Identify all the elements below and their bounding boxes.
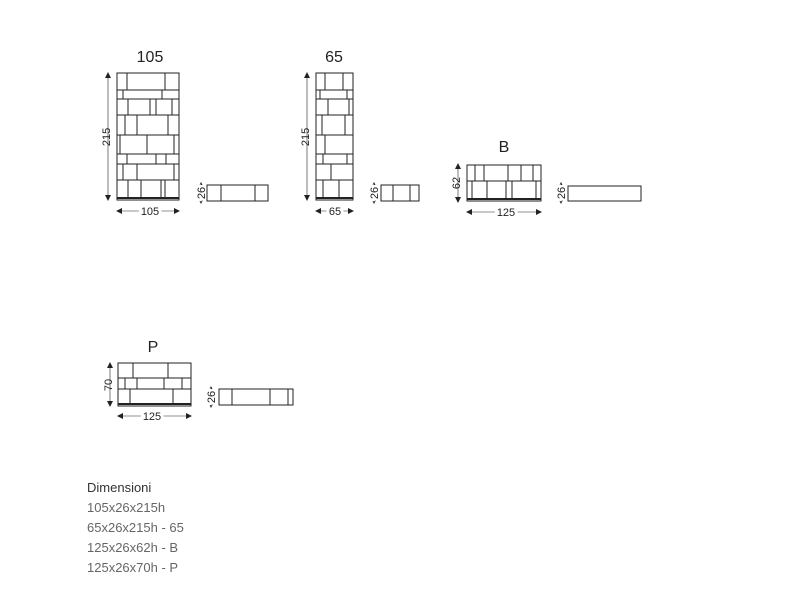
dimensions-heading: Dimensioni <box>87 480 152 495</box>
model-b-depth-label: 26 <box>556 187 568 199</box>
model-p-width-dimension: 125 <box>117 408 192 426</box>
model-105-height-label: 215 <box>101 128 113 146</box>
model-b-width-dimension: 125 <box>466 204 542 222</box>
model-p-width-label: 125 <box>143 411 161 423</box>
model-b-title: B <box>499 139 510 156</box>
model-p-depth-label: 26 <box>206 391 218 403</box>
model-p-height-dimension: 70 <box>103 362 115 407</box>
model-b-height-label: 62 <box>451 177 463 189</box>
model-105: 105 215 105 <box>101 49 269 221</box>
model-65-depth-dimension: 26 <box>366 182 383 204</box>
model-b-top-view <box>567 185 642 202</box>
model-65-width-dimension: 65 <box>315 203 354 221</box>
model-b-width-label: 125 <box>497 207 515 219</box>
bookcase-drawings: 105 215 105 <box>101 49 642 426</box>
model-b-height-dimension: 62 <box>451 163 463 203</box>
model-105-height-dimension: 215 <box>101 72 113 201</box>
model-65-title: 65 <box>325 49 343 66</box>
model-105-top-view <box>206 184 269 202</box>
model-105-width-dimension: 105 <box>116 203 180 221</box>
model-p: P 70 125 26 <box>103 339 294 426</box>
model-65-height-dimension: 215 <box>300 72 312 201</box>
model-b-front-view <box>466 164 542 202</box>
model-65-height-label: 215 <box>300 128 312 146</box>
model-b-depth-dimension: 26 <box>553 182 570 204</box>
dimensions-row-p: 125x26x70h - P <box>87 560 179 575</box>
dimensions-list: Dimensioni 105x26x215h 65x26x215h - 65 1… <box>87 478 184 578</box>
model-65-top-view <box>380 184 420 202</box>
model-65-width-label: 65 <box>329 206 341 218</box>
model-65: 65 215 65 <box>300 49 420 221</box>
model-p-height-label: 70 <box>103 379 115 391</box>
dimensions-row-105: 105x26x215h <box>87 500 166 515</box>
model-105-front-view <box>116 72 180 201</box>
model-105-depth-label: 26 <box>196 187 208 199</box>
model-p-top-view <box>218 388 294 406</box>
model-105-title: 105 <box>137 49 164 66</box>
dimensions-row-65: 65x26x215h - 65 <box>87 520 184 535</box>
model-65-front-view <box>315 72 354 201</box>
model-105-depth-dimension: 26 <box>193 182 210 204</box>
model-p-front-view <box>117 362 192 407</box>
dimensions-row-b: 125x26x62h - B <box>87 540 179 555</box>
model-p-title: P <box>148 339 159 356</box>
model-65-depth-label: 26 <box>369 187 381 199</box>
model-105-width-label: 105 <box>141 206 159 218</box>
model-p-depth-dimension: 26 <box>203 386 220 408</box>
model-b: B 62 125 26 <box>451 139 642 222</box>
